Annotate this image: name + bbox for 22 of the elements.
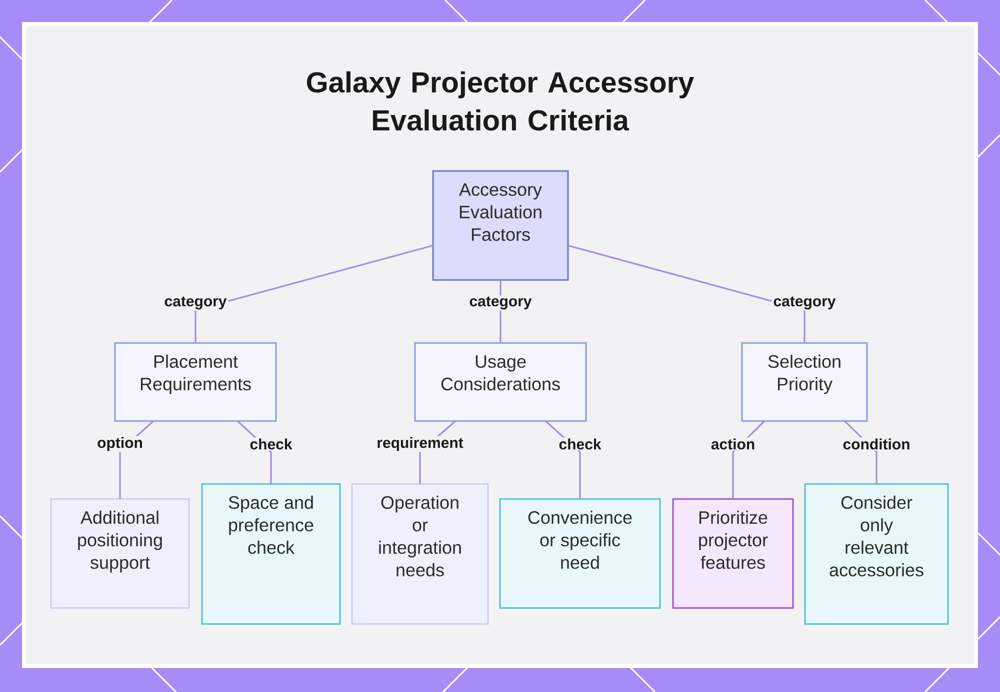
leaf-box: Space and preference check [201, 483, 341, 625]
branch-box: Placement Requirements [114, 342, 277, 422]
edge-label: category [162, 296, 228, 310]
leaf-box: Additional positioning support [50, 498, 190, 609]
edge-label: requirement [375, 436, 465, 452]
edge-label: check [557, 437, 603, 450]
edge-label: condition [841, 437, 912, 450]
edge-label: category [468, 296, 534, 310]
leaf-box: Convenience or specific need [499, 498, 661, 609]
connector-line [568, 244, 806, 343]
leaf-box: Consider only relevant accessories [804, 483, 949, 625]
edge-label: action [709, 437, 757, 450]
branch-box: Selection Priority [741, 342, 868, 422]
edge-label: option [96, 436, 144, 452]
root-box: Accessory Evaluation Factors [432, 170, 569, 281]
edge-label: category [772, 296, 838, 310]
leaf-box: Prioritize projector features [672, 498, 794, 609]
title: Galaxy Projector Accessory Evaluation Criteria [306, 71, 694, 131]
connector-line [194, 244, 434, 343]
edge-label: check [248, 437, 294, 450]
branch-box: Usage Considerations [414, 342, 587, 422]
leaf-box: Operation or integration needs [351, 483, 489, 625]
